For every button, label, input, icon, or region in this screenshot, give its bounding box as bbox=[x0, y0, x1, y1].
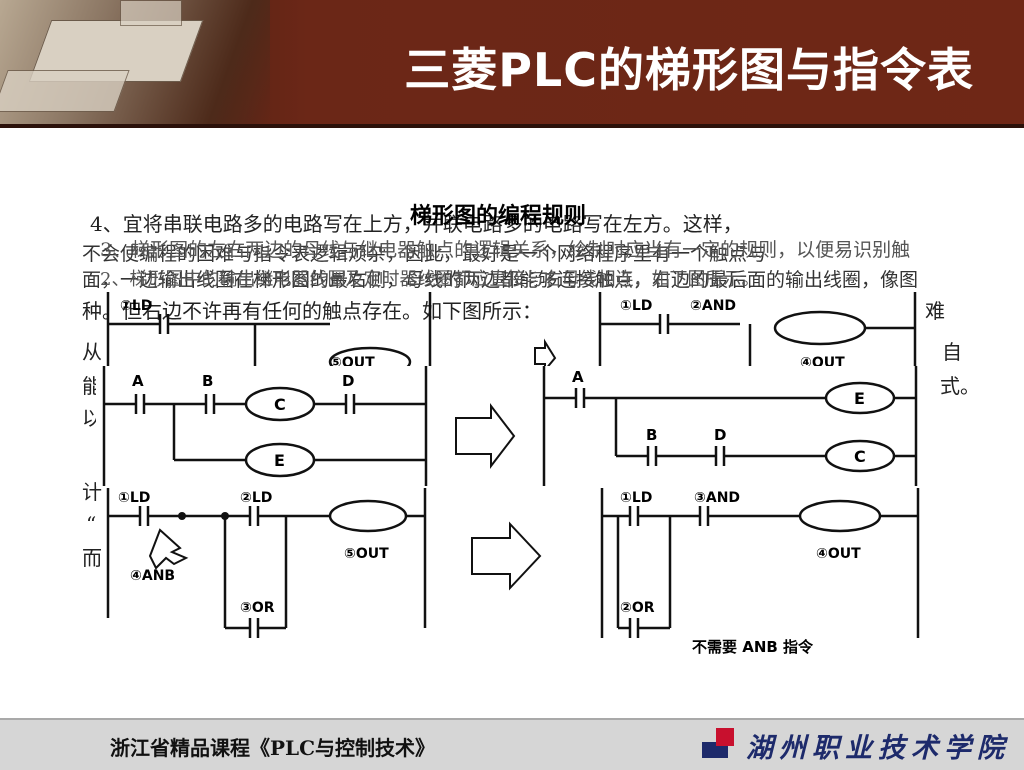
text-line-e: 2、梯形图中的输出继电器线圈及定时器线圈都应直接与右母线相连，如下图所示。 bbox=[100, 269, 760, 290]
text-line-d: 面，一边输出线圈在梯形图的最右侧，母线的两边都能够连接触点，右边的最后面的输出线… bbox=[82, 269, 919, 291]
text-fragment: 难 bbox=[925, 299, 945, 323]
step-label: ③AND bbox=[694, 490, 740, 506]
contact-label: B bbox=[202, 372, 213, 390]
step-label: ①LD bbox=[120, 298, 152, 314]
text-fragment: 计 bbox=[82, 480, 102, 504]
no-anb-note: 不需要 ANB 指令 bbox=[692, 638, 814, 656]
coil-label: E bbox=[854, 389, 865, 408]
step-label: ③OR bbox=[240, 600, 275, 616]
header-banner: 三菱PLC的梯形图与指令表 bbox=[0, 0, 1024, 128]
header-divider bbox=[0, 124, 1024, 128]
slide-title: 三菱PLC的梯形图与指令表 bbox=[404, 43, 974, 97]
step-label: ⑤OUT bbox=[344, 546, 389, 562]
text-fragment: 自 bbox=[942, 340, 962, 364]
rules-title: 梯形图的编程规则 bbox=[410, 204, 587, 229]
contact-label: A bbox=[572, 368, 584, 386]
contact-label: D bbox=[342, 372, 354, 390]
text-fragment: 而 bbox=[82, 546, 102, 570]
step-label: ②LD bbox=[240, 490, 272, 506]
text-fragment: 从 bbox=[82, 340, 102, 364]
contact-label: A bbox=[132, 372, 144, 390]
coil-label: E bbox=[274, 451, 285, 470]
ladder-diagram-middle: A B C D E A E B D C bbox=[96, 366, 924, 486]
text-line-c: 3、梯形图的左右两边的母线与继电器触点的逻辑关系，绘制时应当有一定的规则，以便易… bbox=[100, 239, 911, 261]
pointing-hand-icon bbox=[148, 528, 189, 570]
contact-label: B bbox=[646, 426, 657, 444]
text-fragment: 式。 bbox=[940, 374, 980, 398]
step-label: ④ANB bbox=[130, 568, 175, 584]
text-fragment: “ bbox=[86, 512, 97, 536]
ladder-diagram-bottom: ①LD ②LD ④ANB ⑤OUT ③OR ①LD ③AND ④OUT ②OR … bbox=[106, 488, 920, 656]
step-label: ②AND bbox=[690, 298, 736, 314]
step-label: ①LD bbox=[620, 490, 652, 506]
step-label: ②OR bbox=[620, 600, 655, 616]
text-line-f: 种。但右边不许再有任何的触点存在。如下图所示： bbox=[82, 299, 542, 323]
step-label: ④OUT bbox=[816, 546, 861, 562]
step-label: ①LD bbox=[620, 298, 652, 314]
course-name: 浙江省精品课程《PLC与控制技术》 bbox=[110, 736, 436, 760]
keyboard-photo bbox=[0, 0, 270, 128]
footer-bar bbox=[0, 718, 1024, 770]
contact-label: D bbox=[714, 426, 726, 444]
step-label: ①LD bbox=[118, 490, 150, 506]
coil-label: C bbox=[274, 395, 286, 414]
ladder-diagram-top: ①LD ⑤OUT ①LD ②AND ④OUT bbox=[106, 292, 917, 370]
school-logo: 湖州职业技术学院 bbox=[702, 725, 1010, 765]
text-line-a: 4、宜将串联电路多的电路写在上方，并联电路多的电路写在左方。这样， bbox=[90, 212, 743, 236]
school-name: 湖州职业技术学院 bbox=[746, 732, 1010, 764]
coil-label: C bbox=[854, 447, 866, 466]
text-line-b: 不会使编程的困难与指令表逻辑烦杂，因此，最好是一个网络程序里有一个触点与 bbox=[82, 243, 767, 265]
logo-mark-icon bbox=[702, 728, 736, 762]
